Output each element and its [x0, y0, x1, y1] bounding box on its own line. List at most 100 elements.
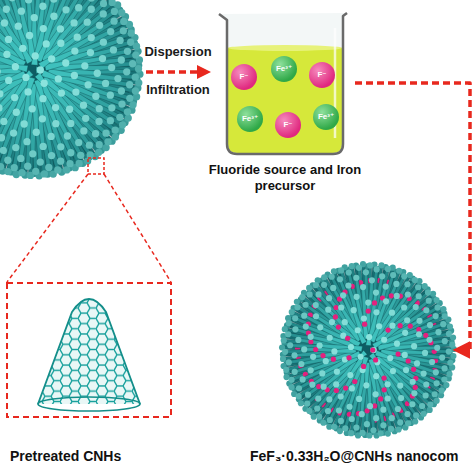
spike-tip — [285, 331, 291, 337]
spike-tip — [0, 118, 7, 125]
spike-tip — [390, 368, 396, 374]
spike-tip — [427, 407, 433, 413]
spike-tip — [23, 138, 30, 145]
spike-tip — [360, 284, 366, 290]
spike-tip — [347, 372, 353, 378]
fef3-particle — [334, 388, 339, 393]
spike-tip — [433, 313, 439, 319]
spike-tip — [82, 115, 89, 122]
spike-tip — [423, 381, 429, 387]
spike-tip — [401, 273, 407, 279]
spike-tip — [374, 266, 380, 272]
spike-tip — [359, 430, 365, 436]
spike-tip — [292, 326, 298, 332]
spike-tip — [124, 48, 131, 55]
fef3-particle — [333, 305, 338, 310]
spike-tip — [32, 52, 39, 59]
spike-tip — [108, 64, 115, 71]
spike-tip — [404, 317, 410, 323]
spike-tip — [62, 6, 69, 13]
spike-tip — [389, 310, 395, 316]
spike-tip — [361, 315, 367, 321]
step-label: Infiltration — [146, 82, 210, 98]
spike-tip — [88, 0, 95, 2]
spike-tip — [349, 385, 355, 391]
spike-tip — [308, 367, 314, 373]
spike-tip — [450, 353, 456, 359]
spike-tip — [314, 405, 320, 411]
spike-tip — [397, 382, 403, 388]
spike-tip — [84, 81, 91, 88]
fef3-particle — [398, 323, 403, 328]
ion-symbol: Fe³⁺ — [318, 113, 334, 121]
spike-tip — [0, 163, 4, 170]
spike-tip — [337, 428, 343, 434]
spike-tip — [48, 55, 55, 62]
spike-tip — [416, 293, 422, 299]
spike-tip — [305, 392, 311, 398]
spike-tip — [443, 382, 449, 388]
spike-tip — [57, 25, 64, 32]
spike-tip — [447, 323, 453, 329]
spike-tip — [0, 90, 3, 97]
spike-tip — [397, 419, 403, 425]
spike-tip — [411, 390, 417, 396]
spike-tip — [92, 93, 99, 100]
ion-ball: Fe³⁺ — [313, 104, 339, 130]
spike-tip — [127, 39, 134, 46]
process-arrow — [146, 70, 198, 74]
spike-tip — [110, 46, 117, 53]
spike-tip — [367, 262, 373, 268]
spike-tip — [111, 126, 118, 133]
spike-tip — [440, 321, 446, 327]
zoom-line — [104, 174, 171, 282]
spike-tip — [394, 341, 400, 347]
spike-tip — [116, 114, 123, 121]
fef3-particle — [346, 355, 351, 360]
beaker-glass — [219, 13, 347, 154]
spike-tip — [334, 369, 340, 375]
zoom-line — [7, 174, 88, 282]
fef3-particle — [373, 357, 378, 362]
spike-tip — [383, 283, 389, 289]
spike-tip — [363, 382, 369, 388]
spike-tip — [394, 293, 400, 299]
spike-tip — [326, 295, 332, 301]
spike-tip — [349, 416, 355, 422]
spike-tip — [280, 356, 286, 362]
spike-tip — [442, 338, 448, 344]
fef3-particle — [385, 327, 390, 332]
fef3-particle — [320, 353, 325, 358]
spike-tip — [404, 281, 410, 287]
spike-tip — [32, 168, 39, 175]
spike-tip — [3, 6, 10, 13]
spike-tip — [100, 10, 107, 17]
nanohorn-opening — [38, 397, 140, 411]
spike-tip — [446, 348, 452, 354]
spike-tip — [84, 19, 91, 26]
spike-tip — [321, 274, 327, 280]
fef3-particle — [308, 339, 313, 344]
spike-tip — [329, 274, 335, 280]
spike-tip — [109, 0, 116, 6]
spike-tip — [426, 337, 432, 343]
spike-tip — [421, 411, 427, 417]
spike-tip — [388, 426, 394, 432]
spike-tip — [107, 28, 114, 35]
spike-tip — [81, 62, 88, 69]
spike-tip — [303, 302, 309, 308]
spike-tip — [371, 347, 377, 353]
spike-tip — [385, 381, 391, 387]
ion-symbol: F⁻ — [239, 73, 248, 81]
spike-tip — [369, 277, 375, 283]
fef3-particle — [352, 379, 357, 384]
fef3-particle — [382, 387, 387, 392]
spike-tip — [338, 393, 344, 399]
spike-tip — [364, 421, 370, 427]
spike-tip — [70, 19, 77, 26]
spike-tip — [71, 72, 78, 79]
spike-tip — [306, 408, 312, 414]
spike-tip — [96, 141, 103, 148]
spike-tip — [110, 18, 117, 25]
spike-tip — [29, 105, 36, 112]
